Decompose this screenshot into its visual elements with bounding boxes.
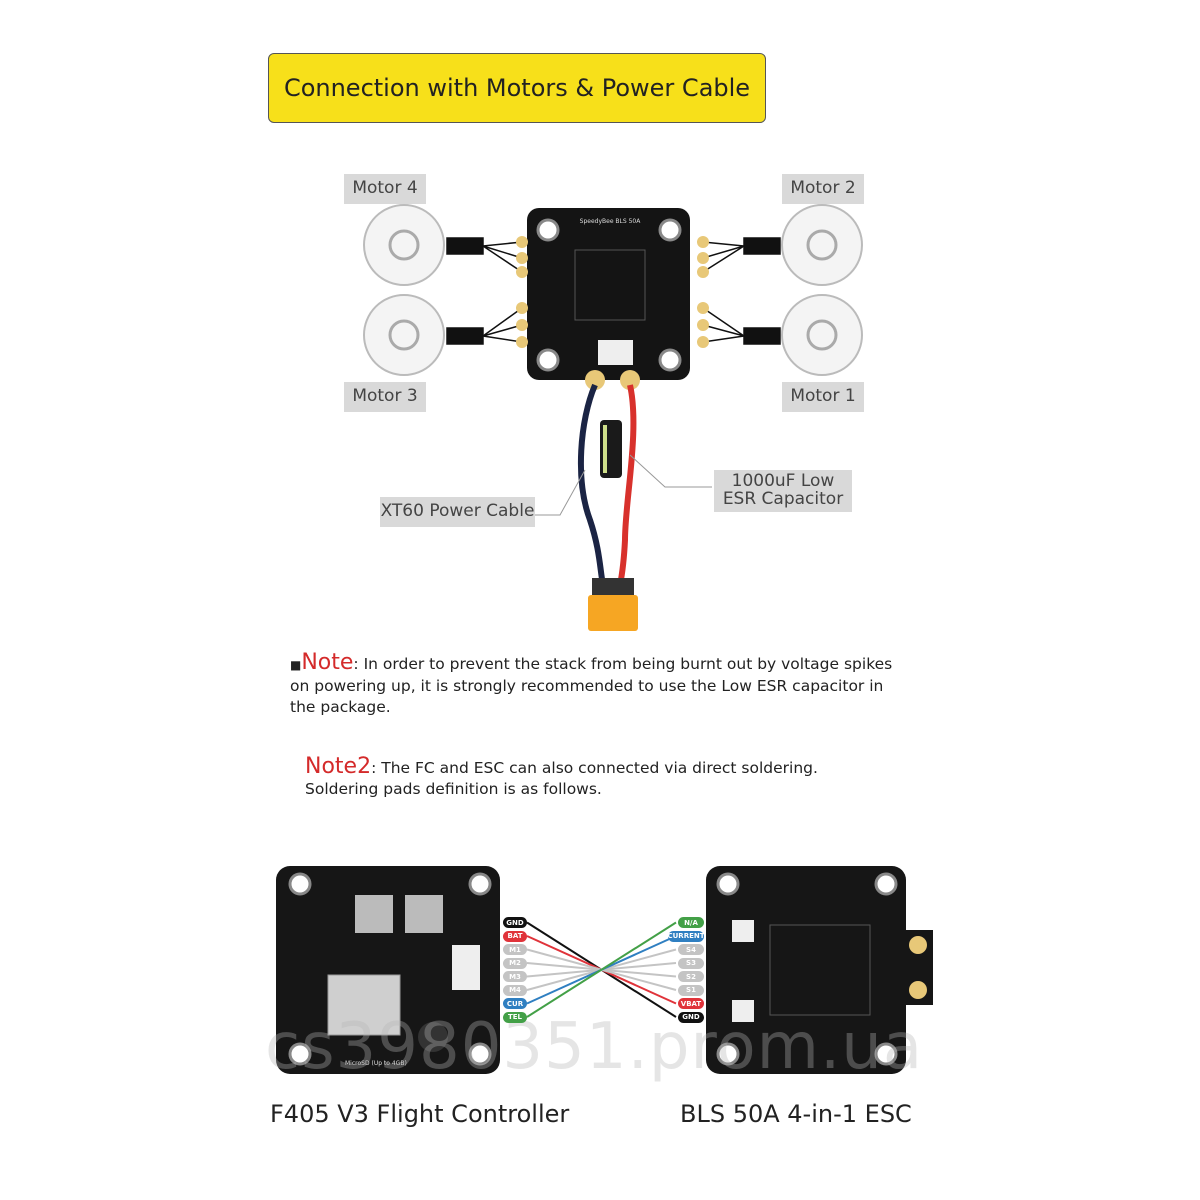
motor-3-label: Motor 3 <box>344 382 426 412</box>
esc-board-label: SpeedyBee BLS 50A <box>579 218 641 225</box>
esc-pad-s3: S3 <box>678 957 704 969</box>
fc-sd-label: MicroSD (Up to 4GB) <box>345 1060 407 1067</box>
fc-pad-tel: TEL <box>503 1011 527 1023</box>
solder-wire-map <box>526 921 677 1018</box>
note-2-label: Note2 <box>305 754 372 779</box>
watermark: cs3980351.prom.ua <box>265 1010 924 1084</box>
esc-pad-s4: S4 <box>678 944 704 955</box>
capacitor <box>600 420 622 478</box>
esc-pad-s1: S1 <box>678 984 704 996</box>
esc-board <box>516 208 709 390</box>
fc-pad-m2: M2 <box>503 957 527 969</box>
motor-2-label: Motor 2 <box>782 174 864 204</box>
esc-pad-na: N/A <box>678 917 704 928</box>
motor-4-image <box>363 204 445 286</box>
xt60-power-cable <box>577 383 638 631</box>
esc-pad-s2: S2 <box>678 971 704 982</box>
esc-pad-gnd: GND <box>678 1011 704 1023</box>
power-cable-label: XT60 Power Cable <box>380 497 535 527</box>
callout-lines <box>535 454 712 516</box>
capacitor-label: 1000uF Low ESR Capacitor <box>714 470 852 512</box>
fc-pad-m3: M3 <box>503 971 527 982</box>
esc-board-bottom <box>706 866 933 1074</box>
esc-caption: BLS 50A 4-in-1 ESC <box>680 1100 912 1128</box>
fc-pad-bat: BAT <box>503 930 527 942</box>
title-banner: Connection with Motors & Power Cable <box>268 53 766 123</box>
note-2-text: : The FC and ESC can also connected via … <box>305 759 818 798</box>
note-2: Note2: The FC and ESC can also connected… <box>305 756 865 800</box>
note-1: ■Note: In order to prevent the stack fro… <box>290 650 893 717</box>
wire-tel <box>526 921 677 1018</box>
note-1-label: Note <box>301 650 354 675</box>
esc-pad-vbat: VBAT <box>678 998 704 1009</box>
motor-2-image <box>781 204 863 286</box>
motor-1-image <box>781 294 863 376</box>
fc-pad-m1: M1 <box>503 944 527 955</box>
fc-caption: F405 V3 Flight Controller <box>270 1100 570 1128</box>
motor-wires <box>446 237 781 345</box>
motor-3-image <box>363 294 445 376</box>
note-1-text: : In order to prevent the stack from bei… <box>290 655 893 716</box>
esc-pad-current: CURRENT <box>667 930 705 942</box>
fc-pad-m4: M4 <box>503 984 527 996</box>
fc-board <box>276 866 500 1074</box>
motor-1-label: Motor 1 <box>782 382 864 412</box>
fc-pad-gnd: GND <box>503 917 527 928</box>
motor-4-label: Motor 4 <box>344 174 426 204</box>
fc-pad-cur: CUR <box>503 998 527 1009</box>
